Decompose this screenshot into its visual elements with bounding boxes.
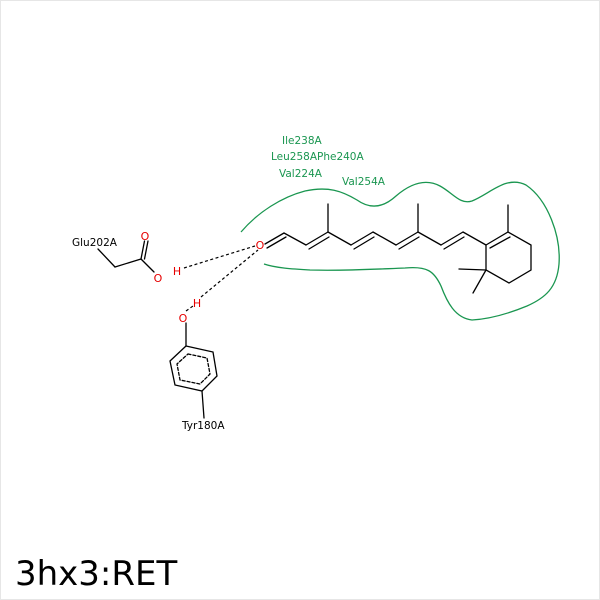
residue-label-tyr180a: Tyr180A (181, 420, 225, 432)
residue-label-glu202a: Glu202A (72, 237, 118, 249)
hbond-tyr-oh (185, 305, 194, 312)
glu-hydrogen-label: H (173, 265, 181, 278)
tyr-oxygen-label: O (179, 312, 188, 325)
retinal-ligand (264, 203, 532, 294)
structure-caption: 3hx3:RET (15, 554, 177, 594)
residue-label-val224a: Val224A (279, 168, 323, 180)
residue-label-ile238a: Ile238A (282, 135, 323, 147)
carbonyl-oxygen-label: O (141, 230, 150, 243)
residue-label-val254a: Val254A (342, 176, 386, 188)
residue-label-phe240a: Phe240A (317, 151, 364, 163)
hydrophobic-contact-outline (240, 181, 560, 321)
hydroxyl-oxygen-label: O (154, 272, 163, 285)
ligand-oxygen-label: O (256, 239, 265, 252)
tyr-hydrogen-label: H (193, 297, 201, 310)
glu202-sidechain (97, 240, 155, 273)
tyr180-sidechain (169, 322, 218, 419)
hbond-tyr-ligand (200, 249, 259, 298)
hbond-glu-ligand (183, 245, 256, 269)
residue-label-leu258a: Leu258A (271, 151, 318, 163)
